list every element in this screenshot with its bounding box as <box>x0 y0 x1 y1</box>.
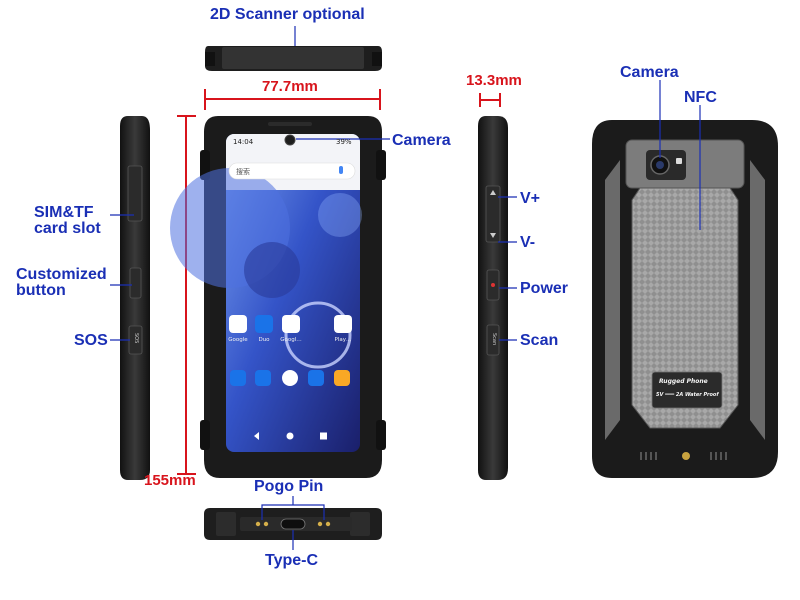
scanner-label: 2D Scanner optional <box>210 6 365 23</box>
height-dimension <box>177 115 196 475</box>
type-c-label: Type-C <box>265 552 319 569</box>
brand-plate-text: Rugged Phone <box>659 378 708 385</box>
messages-icon[interactable] <box>255 370 271 386</box>
scan-button-text: Scan <box>491 333 497 346</box>
right-side-view <box>478 116 508 480</box>
top-view-scanner-module <box>205 46 382 71</box>
status-battery: 39% <box>336 138 352 146</box>
plate-specs-text: 5V ═══ 2A Water Proof <box>656 392 719 398</box>
duo-icon[interactable] <box>255 315 273 333</box>
width-dimension-label: 77.7mm <box>262 78 318 95</box>
app-label-play: Play… <box>334 337 352 343</box>
mic-icon[interactable] <box>339 166 343 174</box>
app-label-assistant: Googl… <box>280 337 302 343</box>
back-camera-label: Camera <box>620 64 679 81</box>
thickness-dimension-label: 13.3mm <box>466 72 522 89</box>
custom-button-label-line1: Customized <box>16 266 107 283</box>
thickness-dimension <box>479 93 501 107</box>
pogo-pin-label: Pogo Pin <box>254 478 324 495</box>
back-view <box>592 120 778 478</box>
nfc-label: NFC <box>684 89 717 106</box>
sim-tf-label-line1: SIM&TF <box>34 204 94 221</box>
vol-down-label: V- <box>520 234 536 251</box>
vol-up-label: V+ <box>520 190 541 207</box>
pogo-pin-bracket <box>261 496 325 520</box>
app-label-duo: Duo <box>258 337 270 343</box>
sim-tf-label-line2: card slot <box>34 220 101 237</box>
scan-label: Scan <box>520 332 559 349</box>
sos-label: SOS <box>74 332 108 349</box>
contacts-icon[interactable] <box>308 370 324 386</box>
custom-button-label-line2: button <box>16 282 66 299</box>
front-camera-label: Camera <box>392 132 451 149</box>
height-dimension-label: 155mm <box>144 472 196 489</box>
camera-app-icon[interactable] <box>334 370 350 386</box>
assistant-icon[interactable] <box>282 315 300 333</box>
left-side-view <box>120 116 150 480</box>
phone-icon[interactable] <box>230 370 246 386</box>
width-dimension <box>204 89 381 110</box>
status-time: 14:04 <box>233 138 254 146</box>
power-label: Power <box>520 280 569 297</box>
bottom-view-ports <box>204 508 382 540</box>
google-apps-folder-icon[interactable] <box>229 315 247 333</box>
app-label-google: Google <box>228 337 248 343</box>
sos-button-text: SOS <box>133 333 139 344</box>
search-placeholder[interactable]: 搜索 <box>236 168 250 176</box>
play-store-icon[interactable] <box>334 315 352 333</box>
chrome-icon[interactable] <box>282 370 298 386</box>
front-view <box>170 116 386 478</box>
